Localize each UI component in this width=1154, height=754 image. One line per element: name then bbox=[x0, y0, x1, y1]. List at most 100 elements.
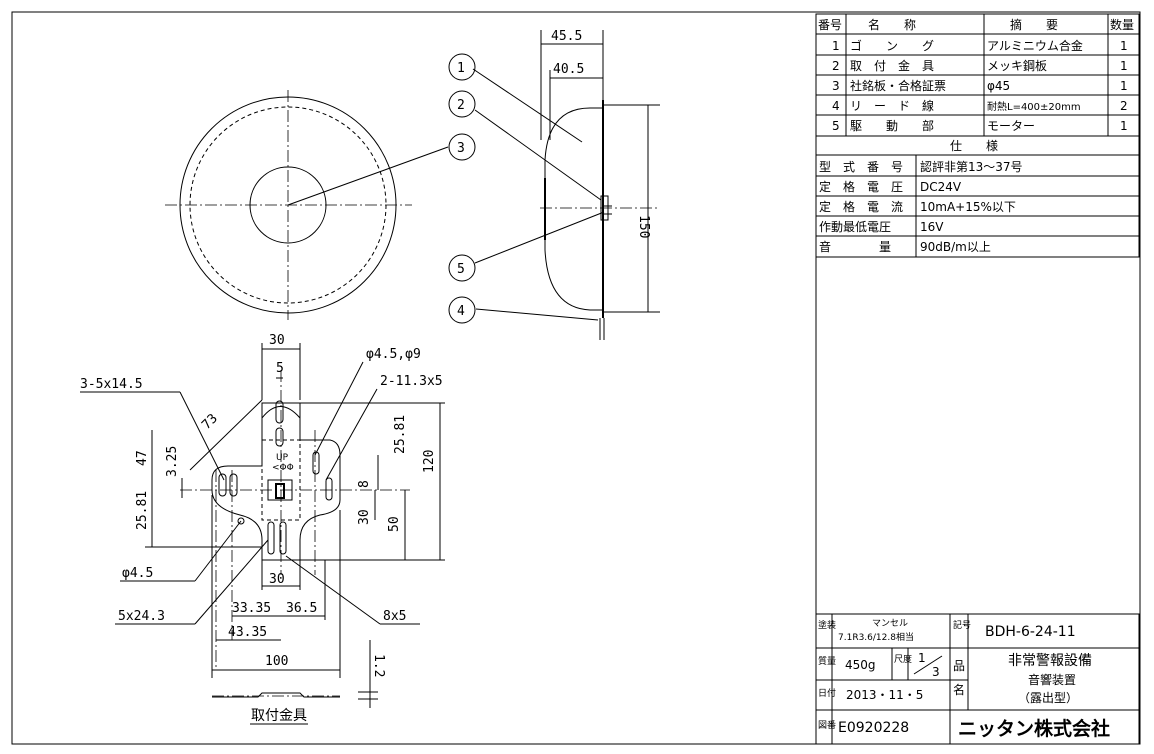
balloon-3: 3 bbox=[457, 141, 465, 156]
leader-4 bbox=[475, 308, 599, 321]
dim-8x5: 8x5 bbox=[383, 609, 406, 624]
part-balloons: 1 2 3 5 4 bbox=[448, 53, 476, 324]
paint-top: マンセル bbox=[872, 618, 908, 629]
parts-row-spec: メッキ鋼板 bbox=[987, 59, 1047, 73]
dim-phi-4-5: φ4.5 bbox=[122, 566, 153, 581]
parts-row-name: 駆 動 部 bbox=[850, 118, 934, 133]
dim-30-top: 30 bbox=[269, 333, 285, 348]
parts-row-qty: 1 bbox=[1120, 79, 1128, 93]
scale-label: 尺度 bbox=[894, 653, 912, 665]
dim-120: 120 bbox=[422, 450, 437, 473]
parts-row-qty: 1 bbox=[1120, 119, 1128, 133]
dim-150: 150 bbox=[636, 215, 651, 238]
date-label: 日付 bbox=[818, 688, 836, 699]
leader-1 bbox=[472, 68, 583, 143]
leader-3 bbox=[287, 146, 449, 206]
dim-47: 47 bbox=[135, 450, 150, 466]
title-block: 塗装 マンセル 7.1R3.6/12.8相当 記号 BDH-6-24-11 質量… bbox=[815, 613, 1140, 745]
parts-row-no: 3 bbox=[832, 79, 840, 93]
dim-25-81-right: 25.81 bbox=[393, 415, 408, 454]
balloon-5: 5 bbox=[457, 262, 465, 277]
parts-header-name: 名 称 bbox=[868, 17, 916, 32]
parts-row-spec: φ45 bbox=[987, 79, 1010, 93]
mass-value: 450g bbox=[845, 658, 876, 672]
dim-25-81-left: 25.81 bbox=[135, 491, 150, 530]
parts-row-qty: 2 bbox=[1120, 99, 1128, 113]
parts-header-spec: 摘 要 bbox=[1010, 17, 1058, 32]
parts-header-no: 番号 bbox=[818, 18, 842, 32]
parts-row-name: 社銘板・合格証票 bbox=[850, 78, 946, 93]
dim-100: 100 bbox=[265, 654, 288, 669]
parts-row-no: 4 bbox=[832, 99, 840, 113]
parts-row-qty: 1 bbox=[1120, 59, 1128, 73]
symbol-value: BDH-6-24-11 bbox=[985, 624, 1076, 640]
parts-header-qty: 数量 bbox=[1110, 17, 1134, 32]
spec-title: 仕 様 bbox=[950, 139, 998, 153]
dim-50: 50 bbox=[387, 516, 402, 532]
date-value: 2013・11・5 bbox=[846, 688, 923, 702]
spec-table: 仕 様 型 式 番 号 認評非第13～37号 定 格 電 圧 DC24V 定 格… bbox=[815, 135, 1140, 258]
parts-row-spec: 耐熱L=400±20mm bbox=[987, 100, 1081, 113]
spec-value: 16V bbox=[920, 220, 944, 234]
mass-label: 質量 bbox=[818, 655, 836, 667]
name-label: 名 bbox=[953, 682, 965, 697]
spec-label: 定 格 電 流 bbox=[819, 199, 903, 214]
company-logo-text: ニッタン株式会社 bbox=[958, 717, 1110, 740]
drawing-label: 図番 bbox=[818, 719, 836, 731]
scale-numerator: 1 bbox=[918, 651, 926, 665]
spec-value: 認評非第13～37号 bbox=[920, 159, 1023, 174]
leader-2 bbox=[474, 109, 602, 201]
gong-front-view bbox=[165, 90, 449, 320]
dim-slot-2: 2-11.3x5 bbox=[380, 374, 443, 389]
mounting-bracket-view: UP <ΦΦ 30 5 φ4.5,φ9 3-5x14.5 2-11.3x5 73… bbox=[80, 333, 445, 725]
drawing-number: E0920228 bbox=[838, 720, 909, 736]
dim-5x24-3: 5x24.3 bbox=[118, 609, 165, 624]
dim-30-bottom: 30 bbox=[269, 572, 285, 587]
bracket-caption: 取付金具 bbox=[251, 708, 307, 724]
parts-row-no: 1 bbox=[832, 39, 840, 53]
dim-5: 5 bbox=[276, 361, 284, 376]
sheet-border bbox=[11, 11, 1141, 745]
product-line-1: 非常警報設備 bbox=[1008, 653, 1092, 669]
spec-label: 作動最低電圧 bbox=[819, 220, 891, 234]
parts-row-no: 5 bbox=[832, 119, 840, 133]
leader-5 bbox=[474, 211, 605, 264]
dim-33-35: 33.35 bbox=[232, 601, 271, 616]
dim-45-5: 45.5 bbox=[551, 29, 582, 44]
paint-value: 7.1R3.6/12.8相当 bbox=[838, 631, 914, 643]
paint-label: 塗装 bbox=[818, 619, 836, 631]
dim-1-2: 1.2 bbox=[371, 654, 386, 677]
spec-label: 音 量 bbox=[819, 239, 891, 254]
balloon-1: 1 bbox=[457, 61, 465, 76]
spec-value: DC24V bbox=[920, 180, 962, 194]
balloon-2: 2 bbox=[457, 98, 465, 113]
parts-row-spec: モーター bbox=[987, 119, 1035, 133]
scale-denominator: 3 bbox=[932, 665, 940, 679]
spec-value: 10mA+15%以下 bbox=[920, 200, 1016, 214]
parts-row-name: リ ー ド 線 bbox=[850, 98, 934, 113]
balloon-4: 4 bbox=[457, 304, 465, 319]
dim-30-right: 30 bbox=[357, 509, 372, 525]
dim-43-35: 43.35 bbox=[228, 625, 267, 640]
dim-slot-3: 3-5x14.5 bbox=[80, 377, 143, 392]
dim-hole-dia: φ4.5,φ9 bbox=[366, 347, 421, 362]
spec-label: 定 格 電 圧 bbox=[819, 179, 903, 194]
dim-73: 73 bbox=[199, 411, 221, 433]
symbol-label: 記号 bbox=[953, 619, 971, 631]
parts-row-name: ゴ ン グ bbox=[850, 38, 934, 53]
product-label: 品 bbox=[953, 659, 965, 673]
spec-label: 型 式 番 号 bbox=[819, 160, 903, 174]
dim-3-25: 3.25 bbox=[165, 446, 180, 477]
plate-text-up: UP bbox=[276, 453, 289, 463]
product-line-2: 音響装置 bbox=[1028, 672, 1076, 687]
plate-text-arrow: <ΦΦ bbox=[272, 463, 294, 473]
dim-8: 8 bbox=[357, 480, 372, 488]
dim-36-5: 36.5 bbox=[286, 601, 317, 616]
product-line-3: （露出型） bbox=[1018, 691, 1078, 705]
parts-row-no: 2 bbox=[832, 59, 840, 73]
parts-row-name: 取 付 金 具 bbox=[850, 58, 934, 73]
spec-value: 90dB/m以上 bbox=[920, 240, 991, 254]
parts-row-spec: アルミニウム合金 bbox=[987, 38, 1083, 53]
parts-table: 番号 名 称 摘 要 数量 1 ゴ ン グ アルミニウム合金 1 2 取 付 金… bbox=[815, 13, 1140, 137]
